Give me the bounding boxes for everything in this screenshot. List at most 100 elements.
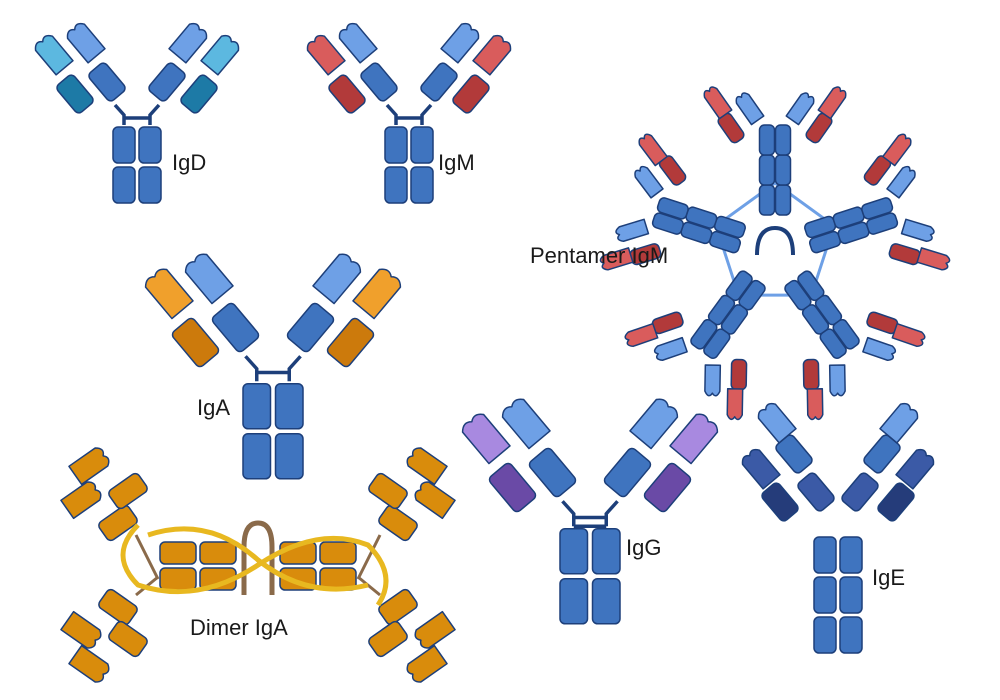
heavy-constant-domain: [211, 302, 260, 353]
heavy-constant-domain: [774, 154, 792, 186]
ige-antibody: [741, 402, 935, 654]
light-variable-domain: [726, 387, 744, 421]
heavy-constant-domain: [420, 62, 458, 102]
iga-label: IgA: [197, 395, 230, 420]
heavy-constant-domain: [861, 197, 894, 220]
heavy-constant-domain: [839, 536, 863, 574]
hinge: [244, 355, 259, 382]
heavy-constant-domain: [242, 433, 272, 480]
j-chain: [755, 225, 795, 256]
heavy-constant-domain: [384, 126, 408, 164]
light-variable-domain: [352, 268, 402, 320]
heavy-variable-domain: [414, 610, 456, 649]
heavy-constant-domain: [378, 588, 418, 626]
dimer-label: Dimer IgA: [190, 615, 288, 640]
igg-antibody: [461, 398, 719, 625]
igd-label: IgD: [172, 150, 206, 175]
heavy-variable-domain: [60, 481, 102, 520]
heavy-constant-domain: [410, 126, 434, 164]
igm-monomer: [784, 270, 926, 421]
heavy-constant-domain: [832, 318, 860, 350]
hinge: [561, 500, 576, 527]
heavy-variable-domain: [862, 336, 897, 362]
heavy-constant-domain: [378, 504, 418, 542]
heavy-constant-domain: [839, 616, 863, 654]
light-constant-domain: [452, 74, 490, 114]
heavy-constant-domain: [758, 154, 776, 186]
light-variable-domain: [624, 322, 659, 348]
heavy-constant-domain: [319, 541, 357, 565]
heavy-constant-domain: [813, 536, 837, 574]
light-constant-domain: [180, 74, 218, 114]
light-constant-domain: [326, 317, 375, 368]
light-constant-domain: [761, 482, 799, 522]
igm-monomer: [624, 270, 766, 421]
light-variable-domain: [806, 387, 824, 421]
heavy-variable-domain: [704, 364, 722, 397]
dimer-iga: [60, 447, 456, 683]
heavy-constant-domain: [360, 62, 398, 102]
heavy-variable-domain: [629, 398, 679, 450]
heavy-constant-domain: [138, 166, 162, 204]
heavy-constant-domain: [591, 528, 621, 575]
heavy-constant-domain: [591, 578, 621, 625]
hinge: [287, 355, 302, 382]
heavy-constant-domain: [410, 166, 434, 204]
j-chain: [241, 520, 275, 595]
heavy-constant-domain: [88, 62, 126, 102]
heavy-variable-domain: [615, 218, 650, 242]
heavy-constant-domain: [690, 318, 718, 350]
light-variable-domain: [638, 133, 668, 167]
light-variable-domain: [306, 34, 346, 76]
heavy-constant-domain: [98, 588, 138, 626]
heavy-constant-domain: [159, 541, 197, 565]
light-variable-domain: [200, 34, 240, 76]
igm-monomer: [599, 133, 746, 271]
heavy-variable-domain: [184, 253, 234, 305]
heavy-constant-domain: [774, 184, 792, 216]
light-variable-domain: [891, 322, 926, 348]
heavy-variable-domain: [60, 610, 102, 649]
light-variable-domain: [68, 644, 110, 683]
heavy-constant-domain: [112, 126, 136, 164]
heavy-variable-domain: [886, 165, 916, 199]
heavy-constant-domain: [274, 433, 304, 480]
hinge: [385, 103, 398, 125]
light-constant-domain: [328, 74, 366, 114]
heavy-variable-domain: [785, 92, 815, 126]
heavy-variable-domain: [653, 336, 688, 362]
heavy-constant-domain: [813, 576, 837, 614]
light-variable-domain: [741, 448, 781, 490]
heavy-constant-domain: [559, 528, 589, 575]
light-variable-domain: [703, 86, 733, 120]
light-variable-domain: [406, 447, 448, 486]
light-constant-domain: [643, 462, 692, 513]
secretory-component: [120, 523, 389, 607]
light-variable-domain: [882, 133, 912, 167]
heavy-constant-domain: [112, 166, 136, 204]
heavy-constant-domain: [384, 166, 408, 204]
heavy-variable-domain: [66, 22, 106, 64]
light-variable-domain: [34, 34, 74, 76]
light-variable-domain: [916, 247, 951, 271]
light-constant-domain: [108, 620, 148, 658]
igm-monomer: [703, 86, 847, 216]
light-constant-domain: [56, 74, 94, 114]
hinge: [420, 103, 433, 125]
light-constant-domain: [802, 358, 820, 391]
heavy-constant-domain: [603, 447, 652, 498]
light-variable-domain: [461, 413, 511, 465]
light-variable-domain: [599, 247, 634, 271]
heavy-constant-domain: [286, 302, 335, 353]
heavy-constant-domain: [758, 184, 776, 216]
heavy-variable-domain: [900, 218, 935, 242]
light-constant-domain: [171, 317, 220, 368]
light-variable-domain: [68, 447, 110, 486]
heavy-constant-domain: [813, 616, 837, 654]
light-variable-domain: [817, 86, 847, 120]
pentamer-label: Pentamer IgM: [530, 243, 668, 268]
light-constant-domain: [877, 482, 915, 522]
heavy-constant-domain: [819, 328, 847, 360]
heavy-constant-domain: [656, 197, 689, 220]
heavy-constant-domain: [839, 576, 863, 614]
